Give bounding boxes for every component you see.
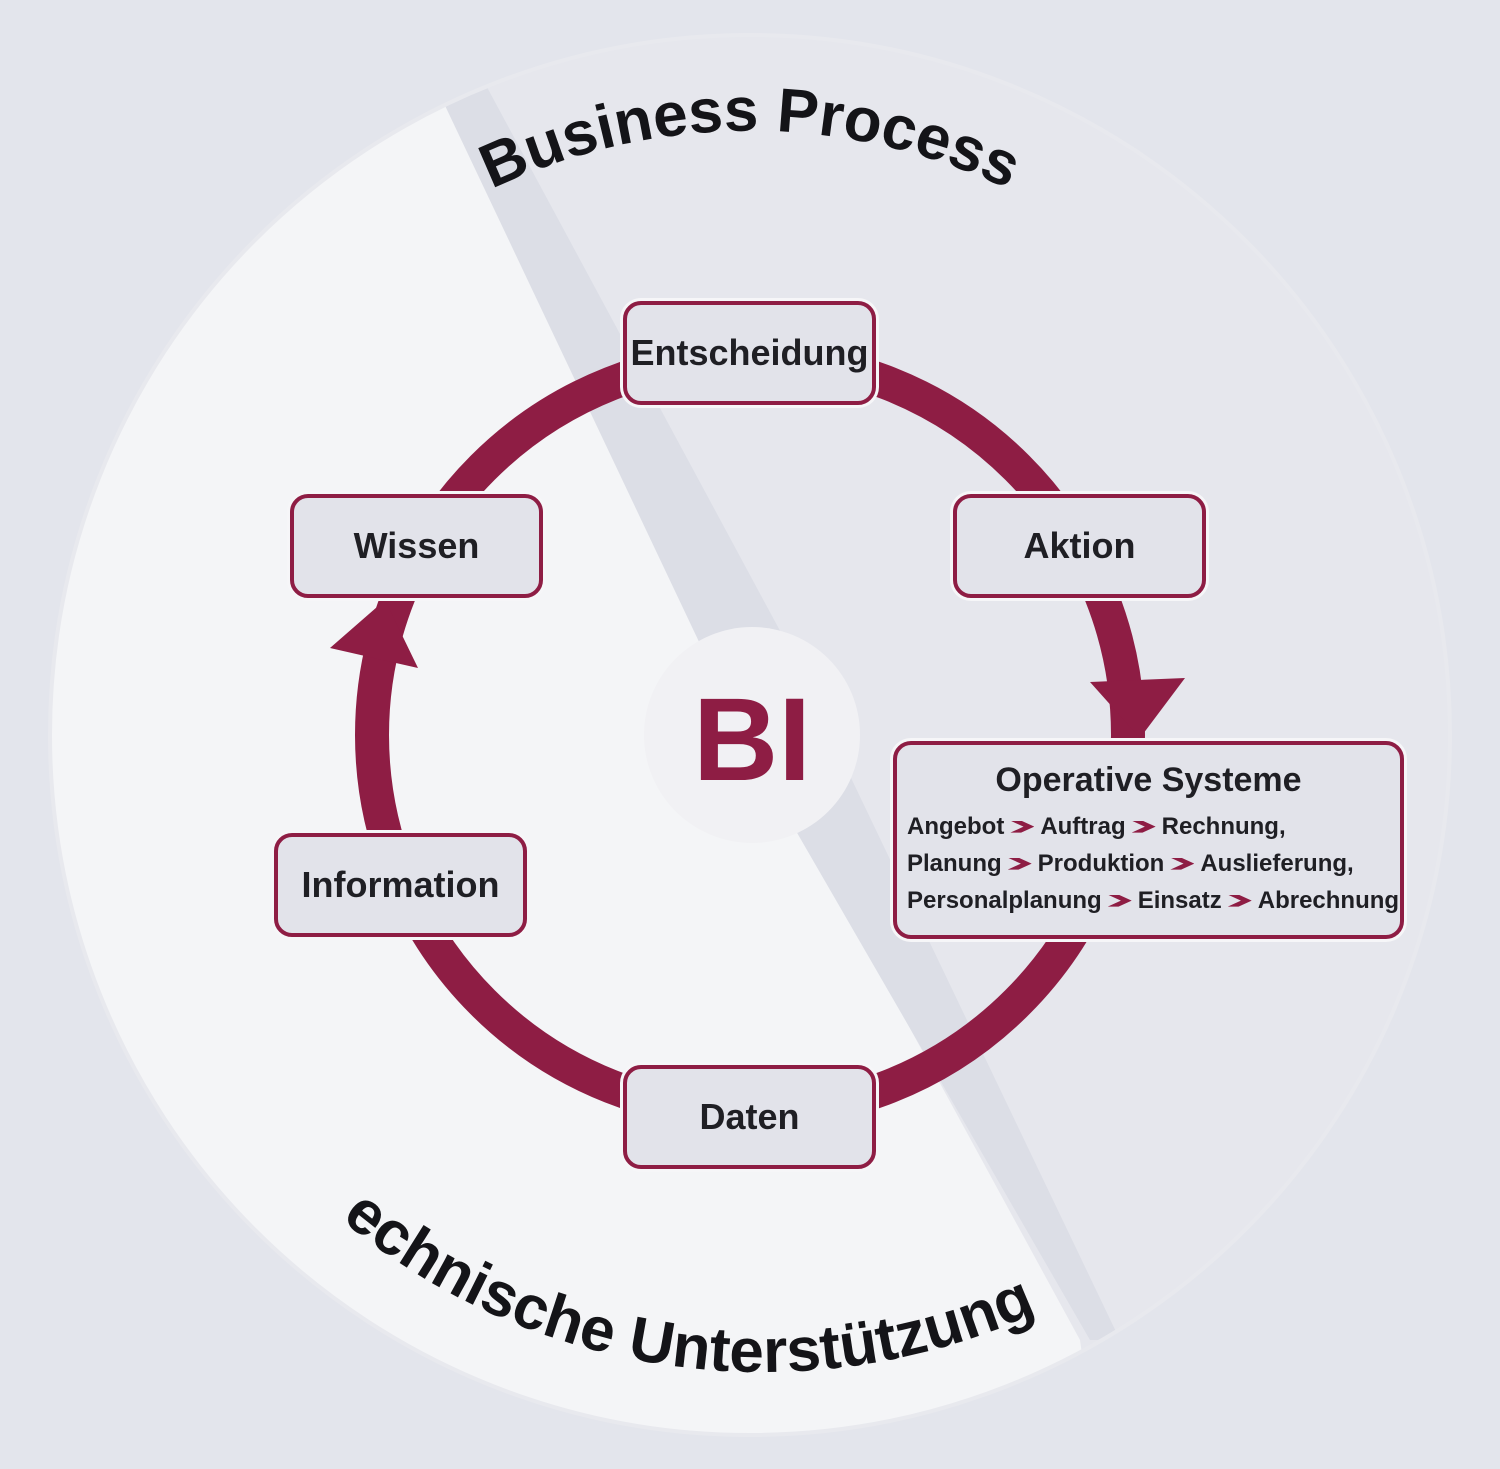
chevron-right-icon: [1107, 894, 1132, 907]
chevron-right-icon: [1010, 820, 1035, 833]
node-aktion: Aktion: [953, 494, 1206, 598]
op-item: Einsatz: [1137, 887, 1222, 914]
disc-outline: [48, 33, 1452, 1437]
arrowhead-down: [1090, 678, 1185, 738]
center-label: BI: [693, 674, 811, 806]
node-information-label: Information: [301, 864, 500, 905]
chevron-right-icon: [1170, 857, 1195, 870]
op-item: Personalplanung: [907, 887, 1102, 914]
node-wissen: Wissen: [290, 494, 543, 598]
op-item: Angebot: [907, 813, 1005, 840]
node-entscheidung-label: Entscheidung: [630, 332, 869, 373]
op-item: Rechnung,: [1161, 813, 1286, 840]
node-information: Information: [274, 833, 527, 937]
op-item: Abrechnung: [1257, 887, 1400, 914]
op-item: Auslieferung,: [1200, 850, 1354, 877]
operative-line-3: Personalplanung Einsatz Abrechnung: [897, 882, 1400, 919]
arrowhead-up: [330, 600, 418, 668]
node-daten-label: Daten: [699, 1096, 800, 1137]
op-item: Produktion: [1037, 850, 1165, 877]
chevron-right-icon: [1131, 820, 1156, 833]
operative-title: Operative Systeme: [995, 761, 1302, 799]
operative-line-2: Planung Produktion Auslieferung,: [897, 845, 1400, 882]
operative-line-1: Angebot Auftrag Rechnung,: [897, 808, 1400, 845]
node-aktion-label: Aktion: [1023, 525, 1136, 566]
chevron-right-icon: [1227, 894, 1252, 907]
op-item: Auftrag: [1040, 813, 1126, 840]
op-item: Planung: [907, 850, 1002, 877]
node-entscheidung: Entscheidung: [623, 301, 876, 405]
node-wissen-label: Wissen: [353, 525, 480, 566]
node-daten: Daten: [623, 1065, 876, 1169]
node-operative-systeme: Operative Systeme Angebot Auftrag Rechnung…: [893, 741, 1404, 939]
center-circle: [644, 627, 860, 843]
chevron-right-icon: [1007, 857, 1032, 870]
